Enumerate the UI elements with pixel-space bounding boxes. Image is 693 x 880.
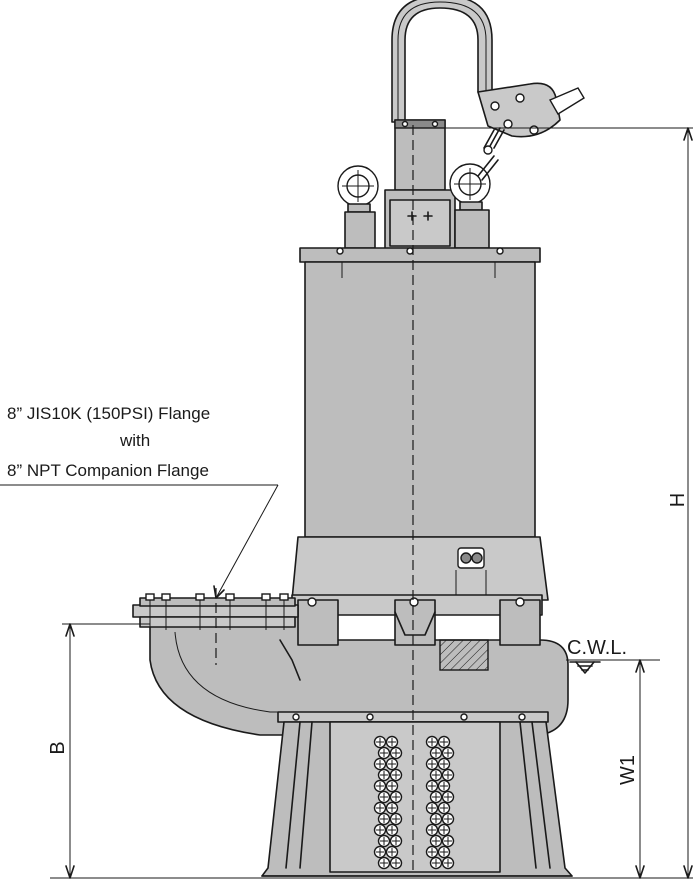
dimension-b-label: B (47, 741, 69, 754)
dimension-h-label: H (667, 493, 689, 507)
strainer-hole-cross (444, 749, 452, 757)
annotation-line-2: with (119, 431, 150, 450)
strainer-hole-cross (376, 804, 384, 812)
strainer-hole-cross (392, 815, 400, 823)
eye-bolt-left (337, 165, 379, 249)
annotation-leader (0, 484, 279, 599)
strainer-hole-cross (392, 771, 400, 779)
annotation-line-1: 8” JIS10K (150PSI) Flange (7, 404, 210, 423)
motor-head (384, 119, 456, 251)
strainer-hole-cross (376, 760, 384, 768)
strainer-hole-cross (376, 782, 384, 790)
strainer-hole-cross (388, 848, 396, 856)
strainer-hole-cross (440, 782, 448, 790)
dimension-b (62, 623, 150, 879)
strainer-hole-cross (444, 793, 452, 801)
strainer-hole-cross (380, 793, 388, 801)
strainer-hole-cross (432, 815, 440, 823)
strainer-hole-cross (388, 760, 396, 768)
strainer-hole-cross (428, 848, 436, 856)
strainer-hole-cross (432, 749, 440, 757)
strainer-hole-cross (376, 826, 384, 834)
strainer-hole-cross (440, 826, 448, 834)
strainer-hole-cross (432, 859, 440, 867)
strainer-hole-cross (444, 837, 452, 845)
strainer-hole-cross (428, 782, 436, 790)
strainer-hole-cross (428, 826, 436, 834)
strainer-hole-cross (392, 749, 400, 757)
strainer-hole-cross (380, 815, 388, 823)
strainer-hole-cross (392, 793, 400, 801)
strainer-hole-cross (380, 859, 388, 867)
strainer-hole-cross (388, 804, 396, 812)
strainer-hole-cross (440, 760, 448, 768)
guide-clamp (477, 82, 585, 155)
dimension-w1 (570, 659, 660, 879)
strainer-hole-cross (428, 760, 436, 768)
strainer-hole-cross (428, 804, 436, 812)
dimension-w1-label: W1 (617, 755, 639, 785)
lifting-hook (391, 0, 493, 123)
strainer-hole-cross (392, 837, 400, 845)
strainer-hole-cross (444, 771, 452, 779)
strainer-hole-cross (444, 815, 452, 823)
annotation-line-3: 8” NPT Companion Flange (7, 461, 209, 480)
strainer-hole-cross (440, 738, 448, 746)
strainer-hole-cross (432, 771, 440, 779)
strainer-hole-cross (440, 804, 448, 812)
water-level-symbol (569, 661, 601, 674)
strainer-hole-cross (432, 793, 440, 801)
motor-frame (291, 247, 549, 601)
strainer-hole-cross (392, 859, 400, 867)
strainer-hole-cross (376, 738, 384, 746)
strainer-hole-cross (388, 738, 396, 746)
strainer-hole-cross (376, 848, 384, 856)
pump-casing (149, 594, 569, 736)
strainer-hole-cross (388, 782, 396, 790)
eye-bolt-right (449, 155, 499, 249)
strainer-hole-cross (380, 837, 388, 845)
stand (261, 711, 573, 877)
strainer-hole-cross (428, 738, 436, 746)
strainer-hole-cross (432, 837, 440, 845)
strainer-hole-cross (444, 859, 452, 867)
strainer-hole-cross (380, 749, 388, 757)
strainer-hole-cross (380, 771, 388, 779)
strainer-hole-cross (388, 826, 396, 834)
strainer-hole-cross (440, 848, 448, 856)
water-level-label: C.W.L. (567, 637, 627, 659)
strainer-holes (373, 735, 455, 870)
